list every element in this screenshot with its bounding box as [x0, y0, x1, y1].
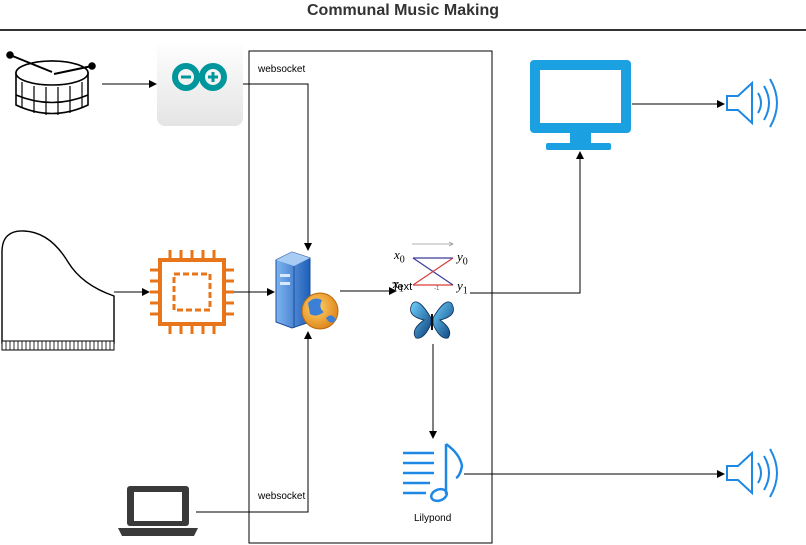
speaker-icon [726, 448, 778, 498]
edge-laptop-server [196, 331, 312, 513]
page-title: Communal Music Making [306, 2, 500, 19]
arduino-icon [157, 40, 243, 126]
drum-icon [6, 51, 96, 115]
edge-arduino-server [243, 83, 312, 251]
edge-fft-monitor [470, 151, 584, 294]
fft-y1-label: y1 [457, 278, 468, 297]
server-container [248, 50, 493, 544]
server-globe-icon [275, 251, 339, 330]
fft-x0-label: x0 [394, 247, 405, 266]
fft-icon [412, 241, 454, 286]
chip-icon [150, 250, 234, 334]
fft-x1-label: x1 [393, 276, 404, 295]
lilypond-label: Lilypond [414, 513, 452, 524]
websocket-label-bottom: websocket [258, 491, 306, 502]
music-note-icon [403, 442, 464, 503]
speaker-icon [726, 78, 778, 128]
fft-y0-label: y0 [457, 249, 468, 268]
text-overlay-label: Text [392, 281, 413, 293]
butterfly-icon [410, 301, 454, 339]
piano-icon [1, 230, 115, 351]
fft-small-mark: -1 [434, 286, 440, 292]
monitor-icon [530, 60, 631, 150]
websocket-label-top: websocket [258, 64, 306, 75]
laptop-icon [118, 486, 198, 536]
